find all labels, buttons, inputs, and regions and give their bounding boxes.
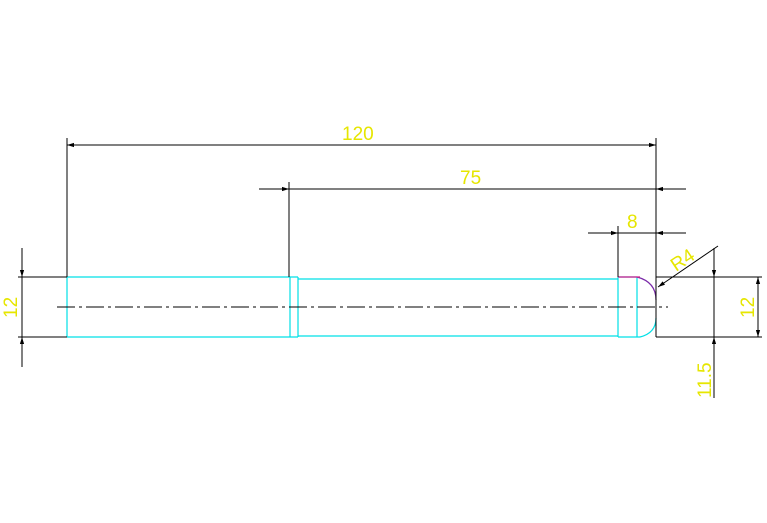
dimension-right-diameter [721,276,762,338]
radius-leader [657,245,719,288]
dimension-end-length [588,226,686,277]
dimension-overall-length [66,138,657,277]
dimension-text-11-5: 11.5 [695,362,716,398]
dimension-text-75: 75 [460,168,481,189]
dimension-shaft-length [259,182,686,277]
dimension-text-right-12: 12 [738,297,759,318]
dimension-text-8: 8 [627,212,638,233]
dimension-text-120: 120 [342,124,374,145]
drawing-area [0,123,767,398]
dimension-text-left-12: 12 [1,297,22,318]
dimension-left-diameter [18,248,67,367]
